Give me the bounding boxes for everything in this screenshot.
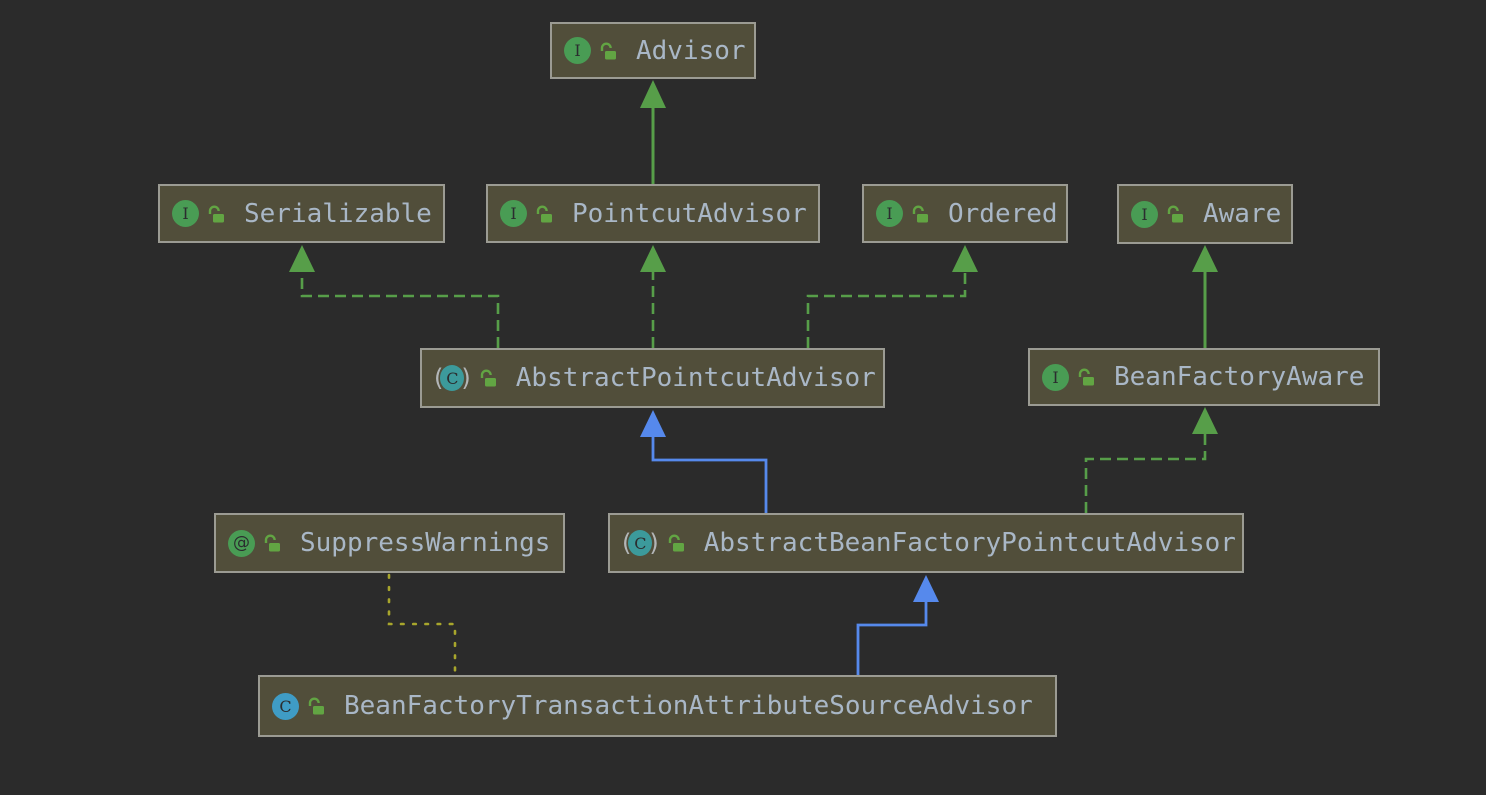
public-lock-icon — [1165, 204, 1185, 224]
public-lock-icon — [262, 533, 282, 553]
node-label: AbstractBeanFactoryPointcutAdvisor — [703, 528, 1236, 558]
node-label: Serializable — [244, 198, 432, 229]
node-suppresswarnings[interactable]: @ SuppressWarnings — [214, 513, 565, 573]
node-label: PointcutAdvisor — [572, 198, 807, 229]
node-label: Aware — [1203, 199, 1282, 229]
node-advisor[interactable]: I Advisor — [550, 22, 756, 79]
class-icon: C — [272, 692, 299, 720]
node-label: Advisor — [636, 35, 746, 66]
node-label: SuppressWarnings — [300, 528, 551, 558]
public-lock-icon — [534, 204, 554, 224]
edge-beanfactorytransactionattributesourceadvisor-abstractbeanfactorypointcutadvisor — [856, 575, 939, 675]
edge-abstractbeanfactorypointcutadvisor-abstractpointcutadvisor — [640, 410, 768, 513]
interface-icon: I — [500, 200, 527, 227]
edge-abstractpointcutadvisor-serializable — [289, 245, 500, 348]
node-aware[interactable]: I Aware — [1117, 184, 1293, 244]
public-lock-icon — [910, 204, 930, 224]
node-serializable[interactable]: I Serializable — [158, 184, 445, 243]
interface-icon: I — [1042, 363, 1069, 391]
public-lock-icon — [666, 533, 686, 553]
interface-icon: I — [1131, 200, 1158, 228]
edge-abstractpointcutadvisor-pointcutadvisor — [640, 245, 666, 348]
node-abstractpointcutadvisor[interactable]: C AbstractPointcutAdvisor — [420, 348, 885, 408]
edge-beanfactorytransactionattributesourceadvisor-suppresswarnings — [387, 573, 457, 675]
public-lock-icon — [206, 204, 226, 224]
node-beanfactoryaware[interactable]: I BeanFactoryAware — [1028, 348, 1380, 406]
annotation-icon: @ — [228, 529, 255, 557]
interface-icon: I — [876, 200, 903, 227]
interface-icon: I — [172, 200, 199, 227]
node-label: BeanFactoryAware — [1114, 362, 1365, 392]
node-pointcutadvisor[interactable]: I PointcutAdvisor — [486, 184, 820, 243]
edge-beanfactoryaware-aware — [1192, 245, 1218, 348]
node-label: BeanFactoryTransactionAttributeSourceAdv… — [344, 691, 1033, 721]
node-label: Ordered — [948, 198, 1058, 229]
node-abstractbeanfactorypointcutadvisor[interactable]: C AbstractBeanFactoryPointcutAdvisor — [608, 513, 1244, 573]
public-lock-icon — [598, 41, 618, 61]
edge-abstractbeanfactorypointcutadvisor-beanfactoryaware — [1084, 407, 1218, 513]
node-ordered[interactable]: I Ordered — [862, 184, 1068, 243]
interface-icon: I — [564, 37, 591, 64]
public-lock-icon — [306, 696, 326, 716]
abstract-class-icon: C — [622, 529, 659, 557]
abstract-class-icon: C — [434, 364, 471, 392]
public-lock-icon — [478, 368, 498, 388]
public-lock-icon — [1076, 367, 1096, 387]
node-label: AbstractPointcutAdvisor — [515, 363, 876, 393]
node-beanfactorytransactionattributesourceadvisor[interactable]: C BeanFactoryTransactionAttributeSourceA… — [258, 675, 1057, 737]
edge-abstractpointcutadvisor-ordered — [806, 245, 978, 348]
